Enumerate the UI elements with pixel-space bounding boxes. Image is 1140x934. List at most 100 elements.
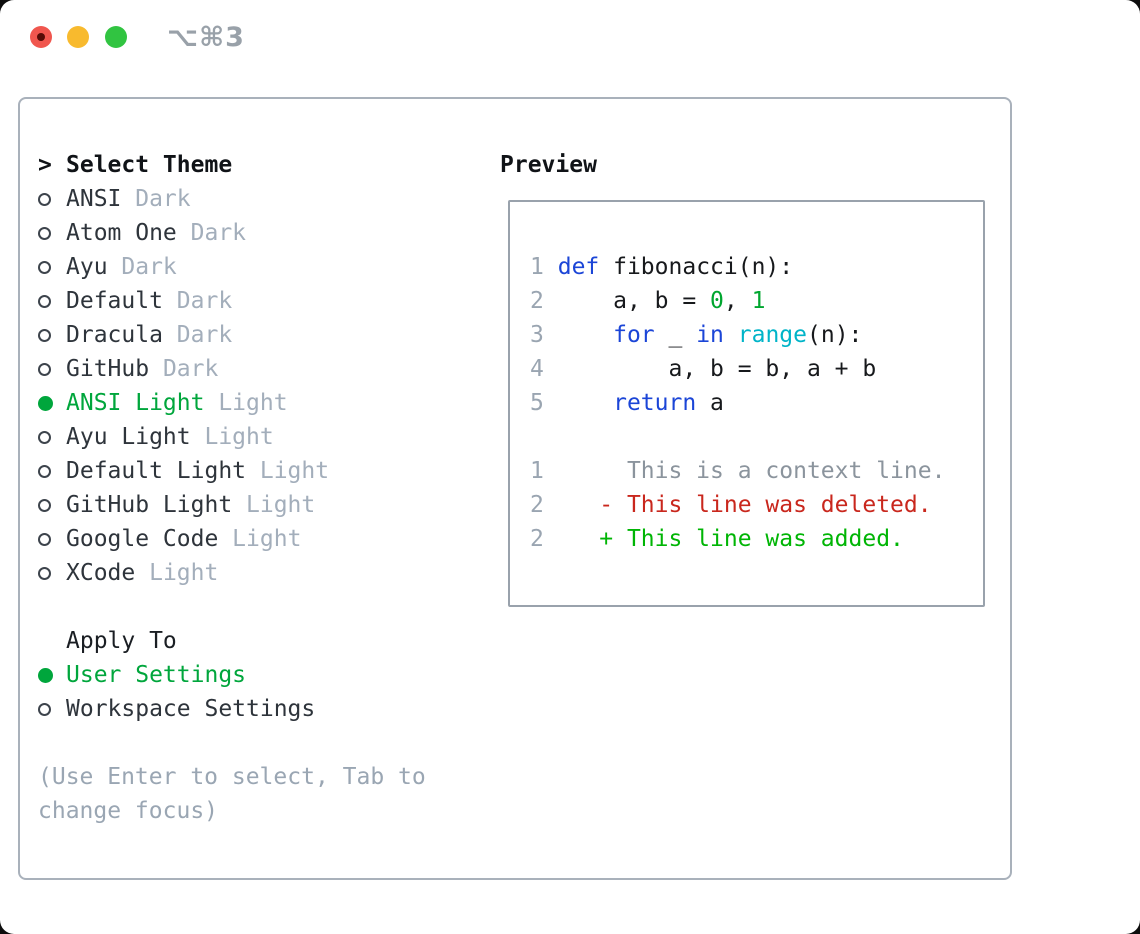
minimize-button[interactable] [67, 26, 89, 48]
option-label: Ayu [66, 254, 108, 280]
code-token [544, 390, 613, 416]
variant-tag: Light [190, 424, 274, 450]
radio-unselected-icon [38, 532, 51, 546]
code-line: 1 def fibonacci(n): [530, 250, 945, 284]
radio-unselected-icon [38, 362, 51, 376]
option-label: Default Light [66, 458, 247, 484]
close-button[interactable] [30, 26, 52, 48]
radio-unselected-icon [38, 192, 51, 206]
radio-unselected-icon [38, 464, 51, 478]
main-panel-border [18, 97, 1012, 880]
variant-tag: Light [135, 560, 219, 586]
code-line: 5 return a [530, 386, 945, 420]
option-theme-default-light[interactable]: Default Light Light [38, 454, 329, 488]
variant-tag: Dark [176, 220, 247, 246]
line-number: 3 [530, 322, 544, 348]
radio-marker-col [38, 328, 66, 342]
option-theme-github[interactable]: GitHub Dark [38, 352, 329, 386]
option-theme-ansi[interactable]: ANSI Dark [38, 182, 329, 216]
zoom-button[interactable] [105, 26, 127, 48]
window-title: ⌥⌘3 [167, 21, 245, 53]
code-token: a [696, 390, 724, 416]
variant-tag: Light [204, 390, 288, 416]
radio-marker-col [38, 395, 66, 411]
option-theme-ansi-light[interactable]: ANSI Light Light [38, 386, 329, 420]
code-token: fibonacci(n): [599, 254, 794, 280]
theme-list-title: Select Theme [66, 152, 233, 178]
option-theme-github-light[interactable]: GitHub Light Light [38, 488, 329, 522]
option-theme-dracula[interactable]: Dracula Dark [38, 318, 329, 352]
code-token: return [613, 390, 697, 416]
radio-selected-icon [38, 395, 53, 411]
code-token: range [737, 322, 808, 348]
variant-tag: Light [246, 458, 330, 484]
option-label: Google Code [66, 526, 219, 552]
code-token [724, 322, 738, 348]
code-token: in [696, 322, 724, 348]
option-theme-default[interactable]: Default Dark [38, 284, 329, 318]
code-line: 4 a, b = b, a + b [530, 352, 945, 386]
code-line: 2 + This line was added. [530, 522, 945, 556]
radio-selected-icon [38, 667, 53, 683]
radio-marker-col [38, 294, 66, 308]
radio-marker-col [38, 566, 66, 580]
option-theme-ayu-light[interactable]: Ayu Light Light [38, 420, 329, 454]
code-token: a, b = b, a + b [543, 356, 877, 382]
radio-unselected-icon [38, 260, 51, 274]
option-label: GitHub Light [66, 492, 233, 518]
radio-marker-col [38, 464, 66, 478]
theme-list-header-row: > Select Theme [38, 148, 329, 182]
option-label: Workspace Settings [66, 696, 316, 722]
option-theme-atom-one[interactable]: Atom One Dark [38, 216, 329, 250]
option-label: XCode [66, 560, 136, 586]
radio-unselected-icon [38, 226, 51, 240]
code-token: - This line was deleted. [543, 492, 932, 518]
help-text: (Use Enter to select, Tab to change focu… [38, 764, 440, 824]
radio-marker-col [38, 192, 66, 206]
line-number: 2 [530, 288, 544, 314]
radio-unselected-icon [38, 430, 51, 444]
option-label: User Settings [66, 662, 247, 688]
cursor-marker-col: > [38, 152, 66, 178]
code-token: 1 [751, 288, 766, 314]
apply-to-title: Apply To [66, 628, 177, 654]
radio-marker-col [38, 498, 66, 512]
option-theme-ayu[interactable]: Ayu Dark [38, 250, 329, 284]
radio-marker-col [38, 532, 66, 546]
preview-title: Preview [500, 152, 597, 178]
line-number: 5 [530, 390, 544, 416]
code-line: 2 - This line was deleted. [530, 488, 945, 522]
code-token: , [723, 288, 752, 314]
line-number: 2 [530, 526, 544, 552]
option-label: Ayu Light [66, 424, 191, 450]
apply-to-header-row: Apply To [38, 624, 315, 658]
radio-unselected-icon [38, 566, 51, 580]
option-theme-xcode[interactable]: XCode Light [38, 556, 329, 590]
option-user-settings[interactable]: User Settings [38, 658, 315, 692]
option-label: ANSI [66, 186, 122, 212]
radio-marker-col [38, 702, 66, 716]
code-token [544, 322, 613, 348]
code-token: _ [654, 322, 697, 348]
option-label: ANSI Light [66, 390, 205, 416]
cursor-icon: > [38, 152, 52, 178]
radio-marker-col [38, 226, 66, 240]
option-theme-google-code[interactable]: Google Code Light [38, 522, 329, 556]
option-label: Default [66, 288, 163, 314]
code-line: 1 This is a context line. [530, 454, 945, 488]
line-number: 1 [530, 458, 544, 484]
option-label: Dracula [66, 322, 163, 348]
radio-unselected-icon [38, 702, 51, 716]
line-number: 4 [530, 356, 544, 382]
preview-pane [508, 200, 985, 607]
radio-marker-col [38, 260, 66, 274]
code-token: a, b = [543, 288, 711, 314]
variant-tag: Light [232, 492, 316, 518]
radio-unselected-icon [38, 498, 51, 512]
variant-tag: Light [218, 526, 302, 552]
option-workspace-settings[interactable]: Workspace Settings [38, 692, 315, 726]
code-line [530, 420, 945, 454]
code-token: def [557, 254, 600, 280]
